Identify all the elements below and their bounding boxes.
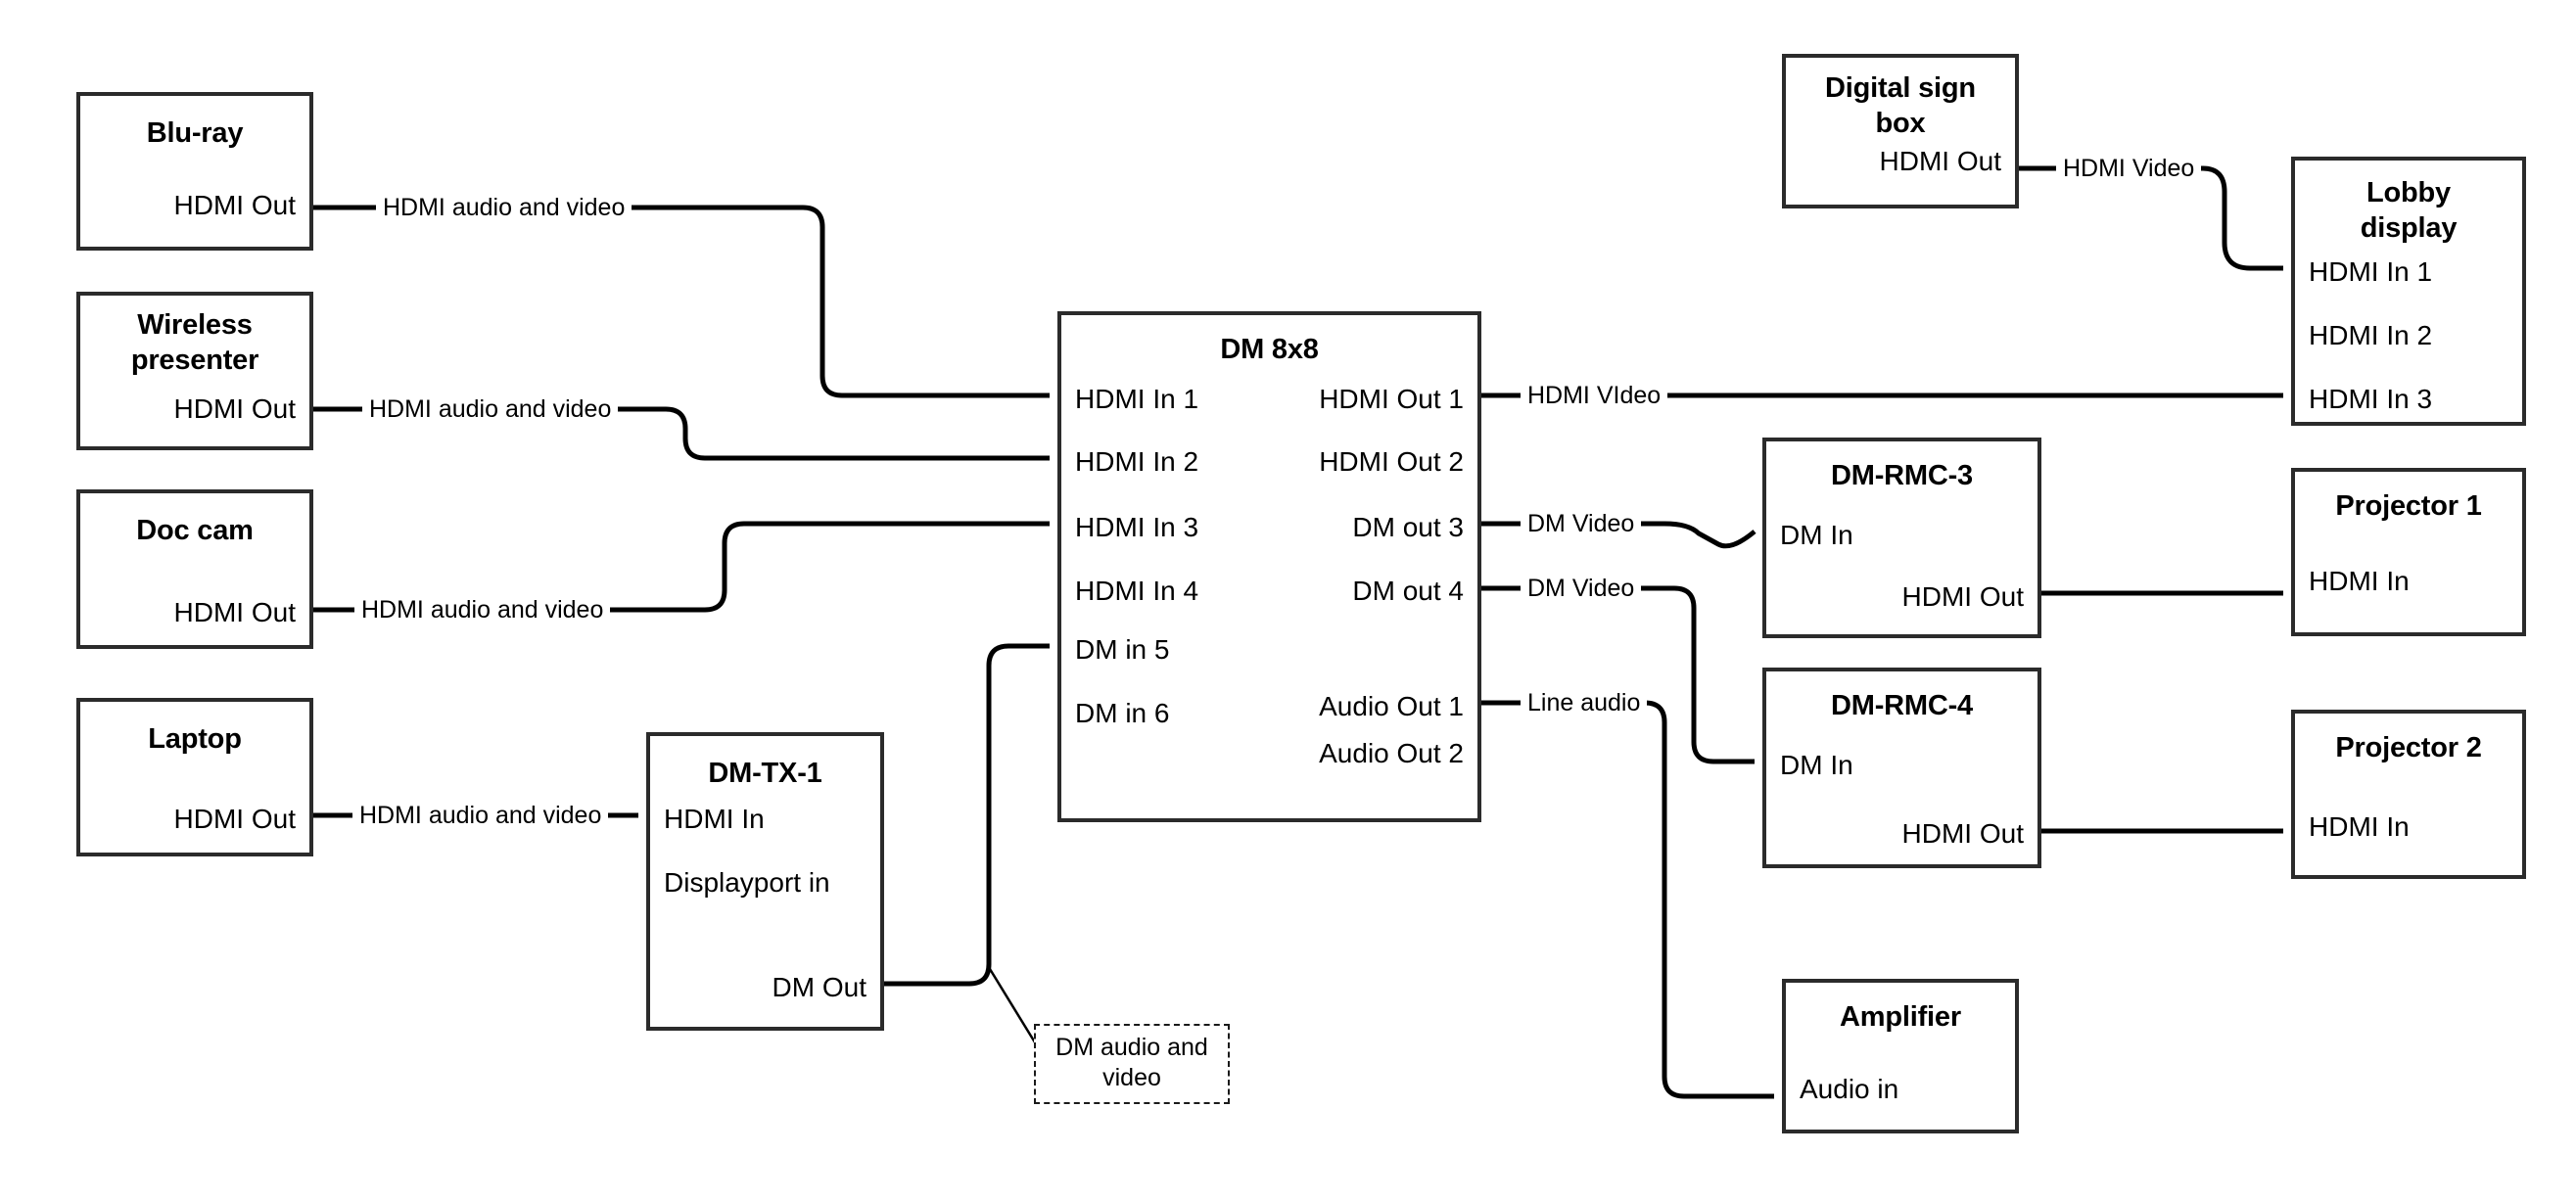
node-dm-rmc-4-port-hdmi-out[interactable]: HDMI Out [1901,818,2024,849]
node-dm-8x8-output-dm-out-4[interactable]: DM out 4 [1352,576,1464,606]
node-doc-cam-port-hdmi-out[interactable]: HDMI Out [173,597,296,627]
edge-label-signbox-to-lobby: HDMI Video [2056,155,2202,182]
note-leader-line [988,968,1037,1043]
edge-label-wireless-to-dm: HDMI audio and video [362,395,619,423]
edge-label-doccam-to-dm: HDMI audio and video [354,596,611,624]
wire-dmout3-to-rmc3 [1481,521,1756,549]
node-digital-sign-box-title-line2: box [1875,108,1926,139]
node-lobby-display-title-line1: Lobby [2366,177,2451,208]
node-wireless-presenter[interactable]: Wireless presenter HDMI Out [76,292,313,450]
node-laptop-port-hdmi-out[interactable]: HDMI Out [173,804,296,834]
node-dm-8x8-output-hdmi-out-1[interactable]: HDMI Out 1 [1319,384,1464,414]
node-dm-8x8-input-hdmi-in-4[interactable]: HDMI In 4 [1075,576,1199,606]
wire-doccam-to-dm-in3 [313,521,1050,613]
node-projector-1[interactable]: Projector 1 HDMI In [2291,468,2526,636]
node-dm-8x8-output-audio-out-2[interactable]: Audio Out 2 [1319,738,1464,768]
node-laptop-title: Laptop [148,723,242,755]
edge-label-dmout4-to-rmc4: DM Video [1521,575,1642,602]
node-projector-2[interactable]: Projector 2 HDMI In [2291,710,2526,879]
note-line1: DM audio and [1055,1034,1208,1061]
note-line2: video [1102,1064,1161,1091]
wire-dmout4-to-rmc4 [1481,585,1755,764]
node-dm-rmc-3[interactable]: DM-RMC-3 DM In HDMI Out [1762,438,2041,638]
note-dm-audio-and-video: DM audio and video [1034,1024,1230,1104]
node-dm-rmc-4-port-dm-in[interactable]: DM In [1780,750,1853,780]
node-digital-sign-box[interactable]: Digital sign box HDMI Out [1782,54,2019,208]
node-dm-tx-1-port-dm-out[interactable]: DM Out [772,972,866,1002]
node-doc-cam[interactable]: Doc cam HDMI Out [76,489,313,649]
node-lobby-display[interactable]: Lobby display HDMI In 1 HDMI In 2 HDMI I… [2291,157,2526,426]
node-dm-8x8-input-dm-in-5[interactable]: DM in 5 [1075,634,1170,665]
node-dm-8x8-input-hdmi-in-2[interactable]: HDMI In 2 [1075,446,1199,477]
wire-audioout1-to-amplifier [1481,700,1774,1099]
edge-label-hdmiout1-to-lobby: HDMI VIdeo [1521,382,1668,409]
node-dm-tx-1[interactable]: DM-TX-1 HDMI In Displayport in DM Out [646,732,884,1031]
node-wireless-presenter-port-hdmi-out[interactable]: HDMI Out [173,393,296,424]
node-lobby-display-title-line2: display [2360,212,2458,244]
node-dm-rmc-4-title: DM-RMC-4 [1831,690,1973,721]
node-amplifier-title: Amplifier [1840,1001,1961,1033]
node-dm-8x8-output-dm-out-3[interactable]: DM out 3 [1352,512,1464,542]
edge-label-dmout3-to-rmc3: DM Video [1521,510,1642,537]
wire-dmtx-dmout-to-dm-in5 [884,643,1050,987]
node-projector-2-title: Projector 2 [2335,732,2482,763]
node-dm-rmc-4[interactable]: DM-RMC-4 DM In HDMI Out [1762,668,2041,868]
edge-label-bluray-to-dm: HDMI audio and video [376,194,632,221]
wire-bluray-to-dm-in1 [313,205,1050,398]
node-dm-8x8-input-hdmi-in-1[interactable]: HDMI In 1 [1075,384,1199,414]
node-lobby-display-port-hdmi-in-3[interactable]: HDMI In 3 [2309,384,2433,414]
node-wireless-presenter-title-line1: Wireless [137,309,253,341]
node-dm-8x8-output-audio-out-1[interactable]: Audio Out 1 [1319,691,1464,721]
edge-label-laptop-to-dmtx: HDMI audio and video [352,802,609,829]
node-lobby-display-port-hdmi-in-2[interactable]: HDMI In 2 [2309,320,2433,350]
node-dm-rmc-3-port-hdmi-out[interactable]: HDMI Out [1901,581,2024,612]
node-dm-tx-1-title: DM-TX-1 [708,758,822,789]
node-lobby-display-port-hdmi-in-1[interactable]: HDMI In 1 [2309,256,2433,287]
node-projector-2-port-hdmi-in[interactable]: HDMI In [2309,811,2410,842]
node-digital-sign-box-port-hdmi-out[interactable]: HDMI Out [1879,146,2001,176]
wire-wireless-to-dm-in2 [313,406,1050,461]
edge-label-audioout1-to-amplifier: Line audio [1521,689,1648,716]
node-bluray-port-hdmi-out[interactable]: HDMI Out [173,190,296,220]
node-amplifier-port-audio-in[interactable]: Audio in [1800,1074,1899,1104]
node-bluray-title: Blu-ray [146,117,244,149]
wire-signbox-to-lobby-in1 [2019,165,2283,271]
node-dm-8x8-input-dm-in-6[interactable]: DM in 6 [1075,698,1170,728]
node-doc-cam-title: Doc cam [136,515,254,546]
node-dm-rmc-3-port-dm-in[interactable]: DM In [1780,520,1853,550]
node-digital-sign-box-title-line1: Digital sign [1825,72,1976,104]
node-dm-8x8-input-hdmi-in-3[interactable]: HDMI In 3 [1075,512,1199,542]
node-dm-8x8-output-hdmi-out-2[interactable]: HDMI Out 2 [1319,446,1464,477]
node-projector-1-port-hdmi-in[interactable]: HDMI In [2309,566,2410,596]
node-dm-rmc-3-title: DM-RMC-3 [1831,460,1973,491]
node-dm-tx-1-port-displayport-in[interactable]: Displayport in [664,867,830,898]
node-dm-8x8-title: DM 8x8 [1220,334,1319,365]
node-dm-8x8[interactable]: DM 8x8 HDMI In 1 HDMI In 2 HDMI In 3 HDM… [1057,311,1481,822]
node-bluray[interactable]: Blu-ray HDMI Out [76,92,313,251]
node-projector-1-title: Projector 1 [2335,490,2482,522]
node-laptop[interactable]: Laptop HDMI Out [76,698,313,856]
node-amplifier[interactable]: Amplifier Audio in [1782,979,2019,1133]
node-wireless-presenter-title-line2: presenter [130,345,259,376]
node-dm-tx-1-port-hdmi-in[interactable]: HDMI In [664,804,765,834]
